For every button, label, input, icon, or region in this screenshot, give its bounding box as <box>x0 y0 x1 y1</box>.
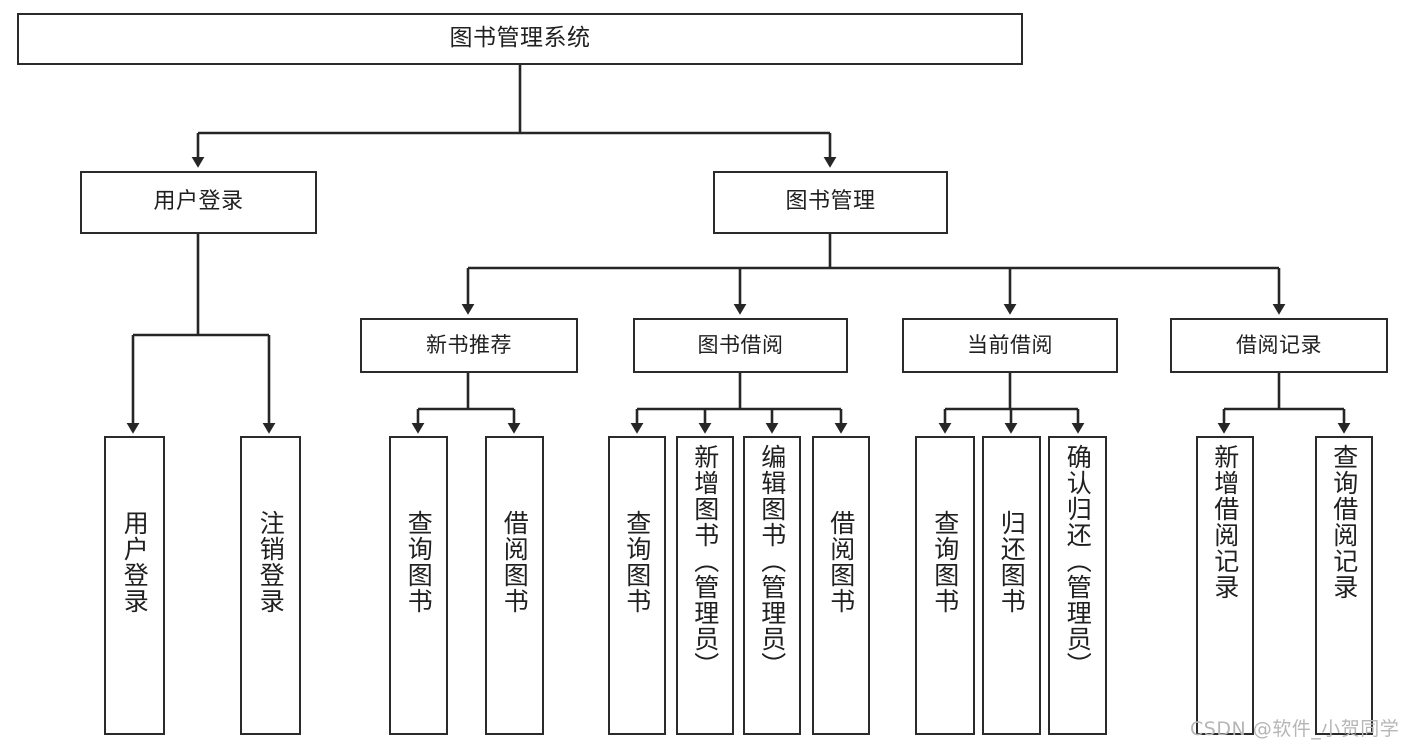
node-label: 新书推荐 <box>426 332 512 357</box>
leaf-add-borrow-record[interactable]: 新增借阅记录 <box>1196 436 1254 735</box>
leaf-user-login[interactable]: 用户登录 <box>104 436 165 735</box>
node-current-borrow[interactable]: 当前借阅 <box>902 318 1118 373</box>
leaf-label: 查询图书 <box>622 510 652 614</box>
leaf-label: 注销登录 <box>256 510 286 614</box>
leaf-label: 借阅图书 <box>500 510 530 614</box>
node-label: 用户登录 <box>153 189 244 215</box>
leaf-query-book-recommend[interactable]: 查询图书 <box>389 436 448 735</box>
node-user-login[interactable]: 用户登录 <box>80 171 317 234</box>
leaf-label: 新增图书（管理员） <box>690 444 720 678</box>
node-new-book-recommend[interactable]: 新书推荐 <box>360 318 578 373</box>
leaf-logout-login[interactable]: 注销登录 <box>240 436 301 735</box>
leaf-borrow-book-recommend[interactable]: 借阅图书 <box>485 436 544 735</box>
node-label: 图书借阅 <box>697 332 784 357</box>
node-label: 图书管理系统 <box>449 25 591 52</box>
node-label: 图书管理 <box>785 189 876 215</box>
node-label: 借阅记录 <box>1236 332 1322 357</box>
leaf-label: 编辑图书（管理员） <box>757 444 787 678</box>
node-book-manage[interactable]: 图书管理 <box>713 171 948 234</box>
leaf-label: 归还图书 <box>997 510 1027 614</box>
leaf-label: 用户登录 <box>120 510 150 614</box>
leaf-label: 新增借阅记录 <box>1210 444 1240 600</box>
leaf-confirm-return-admin[interactable]: 确认归还（管理员） <box>1048 436 1107 735</box>
leaf-label: 查询借阅记录 <box>1329 444 1359 600</box>
leaf-return-book[interactable]: 归还图书 <box>982 436 1041 735</box>
node-borrow-record[interactable]: 借阅记录 <box>1170 318 1388 373</box>
node-book-borrow[interactable]: 图书借阅 <box>633 318 848 373</box>
leaf-label: 查询图书 <box>404 510 434 614</box>
leaf-label: 借阅图书 <box>826 510 856 614</box>
leaf-query-book-current[interactable]: 查询图书 <box>915 436 975 735</box>
leaf-query-book-borrow[interactable]: 查询图书 <box>608 436 666 735</box>
leaf-add-book-admin[interactable]: 新增图书（管理员） <box>676 436 734 735</box>
leaf-edit-book-admin[interactable]: 编辑图书（管理员） <box>743 436 801 735</box>
leaf-label: 确认归还（管理员） <box>1063 444 1093 678</box>
node-label: 当前借阅 <box>967 332 1053 357</box>
leaf-query-borrow-record[interactable]: 查询借阅记录 <box>1315 436 1373 735</box>
leaf-borrow-book-borrow[interactable]: 借阅图书 <box>812 436 870 735</box>
node-root-system[interactable]: 图书管理系统 <box>17 13 1023 65</box>
leaf-label: 查询图书 <box>930 510 960 614</box>
